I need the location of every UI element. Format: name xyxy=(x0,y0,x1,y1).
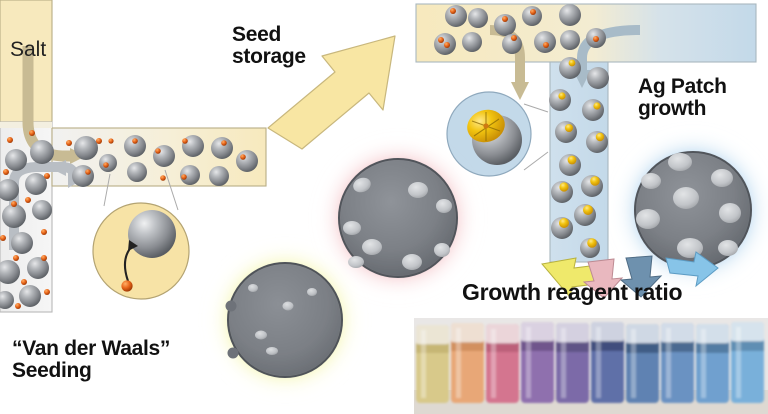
ratio-arrow-3 xyxy=(619,255,663,298)
salt-label: Salt xyxy=(10,38,47,61)
seed-storage-label: Seed storage xyxy=(232,23,306,68)
ratio-arrow-2 xyxy=(582,258,624,299)
vial-4 xyxy=(521,322,554,403)
vial-5 xyxy=(556,323,589,403)
inset-leader-line-right xyxy=(164,169,179,211)
van-der-waals-seeding-label: “Van der Waals” Seeding xyxy=(12,337,171,382)
vial-10 xyxy=(731,322,764,403)
left-seeding-channel-group xyxy=(0,0,267,313)
ag-inset-leader-bottom xyxy=(523,151,549,171)
vial-1 xyxy=(416,325,449,403)
patch-growth-particles xyxy=(549,57,609,258)
growth-channel-salt-ions xyxy=(438,8,599,48)
right-growth-channel-group xyxy=(415,3,757,263)
ratio-arrow-4 xyxy=(665,251,719,288)
growth-reagent-ratio-arrows xyxy=(541,251,719,299)
particle-flow-arrow-path xyxy=(9,162,79,250)
tem-particle-grown xyxy=(620,137,766,283)
vial-2 xyxy=(451,323,484,403)
tem-particle-seed xyxy=(215,250,355,390)
inset-leader-line-left xyxy=(103,173,111,207)
ag-patch-inset xyxy=(446,91,532,177)
salt-ions-storage xyxy=(66,138,246,181)
ag-patch-growth-label: Ag Patch growth xyxy=(638,75,727,120)
growth-reagent-ratio-label: Growth reagent ratio xyxy=(462,279,683,305)
salt-ions-inlet xyxy=(0,130,50,309)
vial-9 xyxy=(696,324,729,403)
seed-storage-transfer-arrow xyxy=(267,35,396,150)
vial-6 xyxy=(591,322,624,403)
vial-8 xyxy=(661,323,694,403)
seed-inflow-arrowhead xyxy=(511,82,529,100)
seeding-inset xyxy=(92,202,190,300)
inlet-nanoparticles xyxy=(0,140,54,309)
ag-inset-leader-top xyxy=(523,103,549,113)
vial-7 xyxy=(626,324,659,403)
colloid-vial-series-photograph xyxy=(414,318,768,414)
vial-3 xyxy=(486,324,519,403)
tem-particle-intermediate xyxy=(324,144,472,292)
